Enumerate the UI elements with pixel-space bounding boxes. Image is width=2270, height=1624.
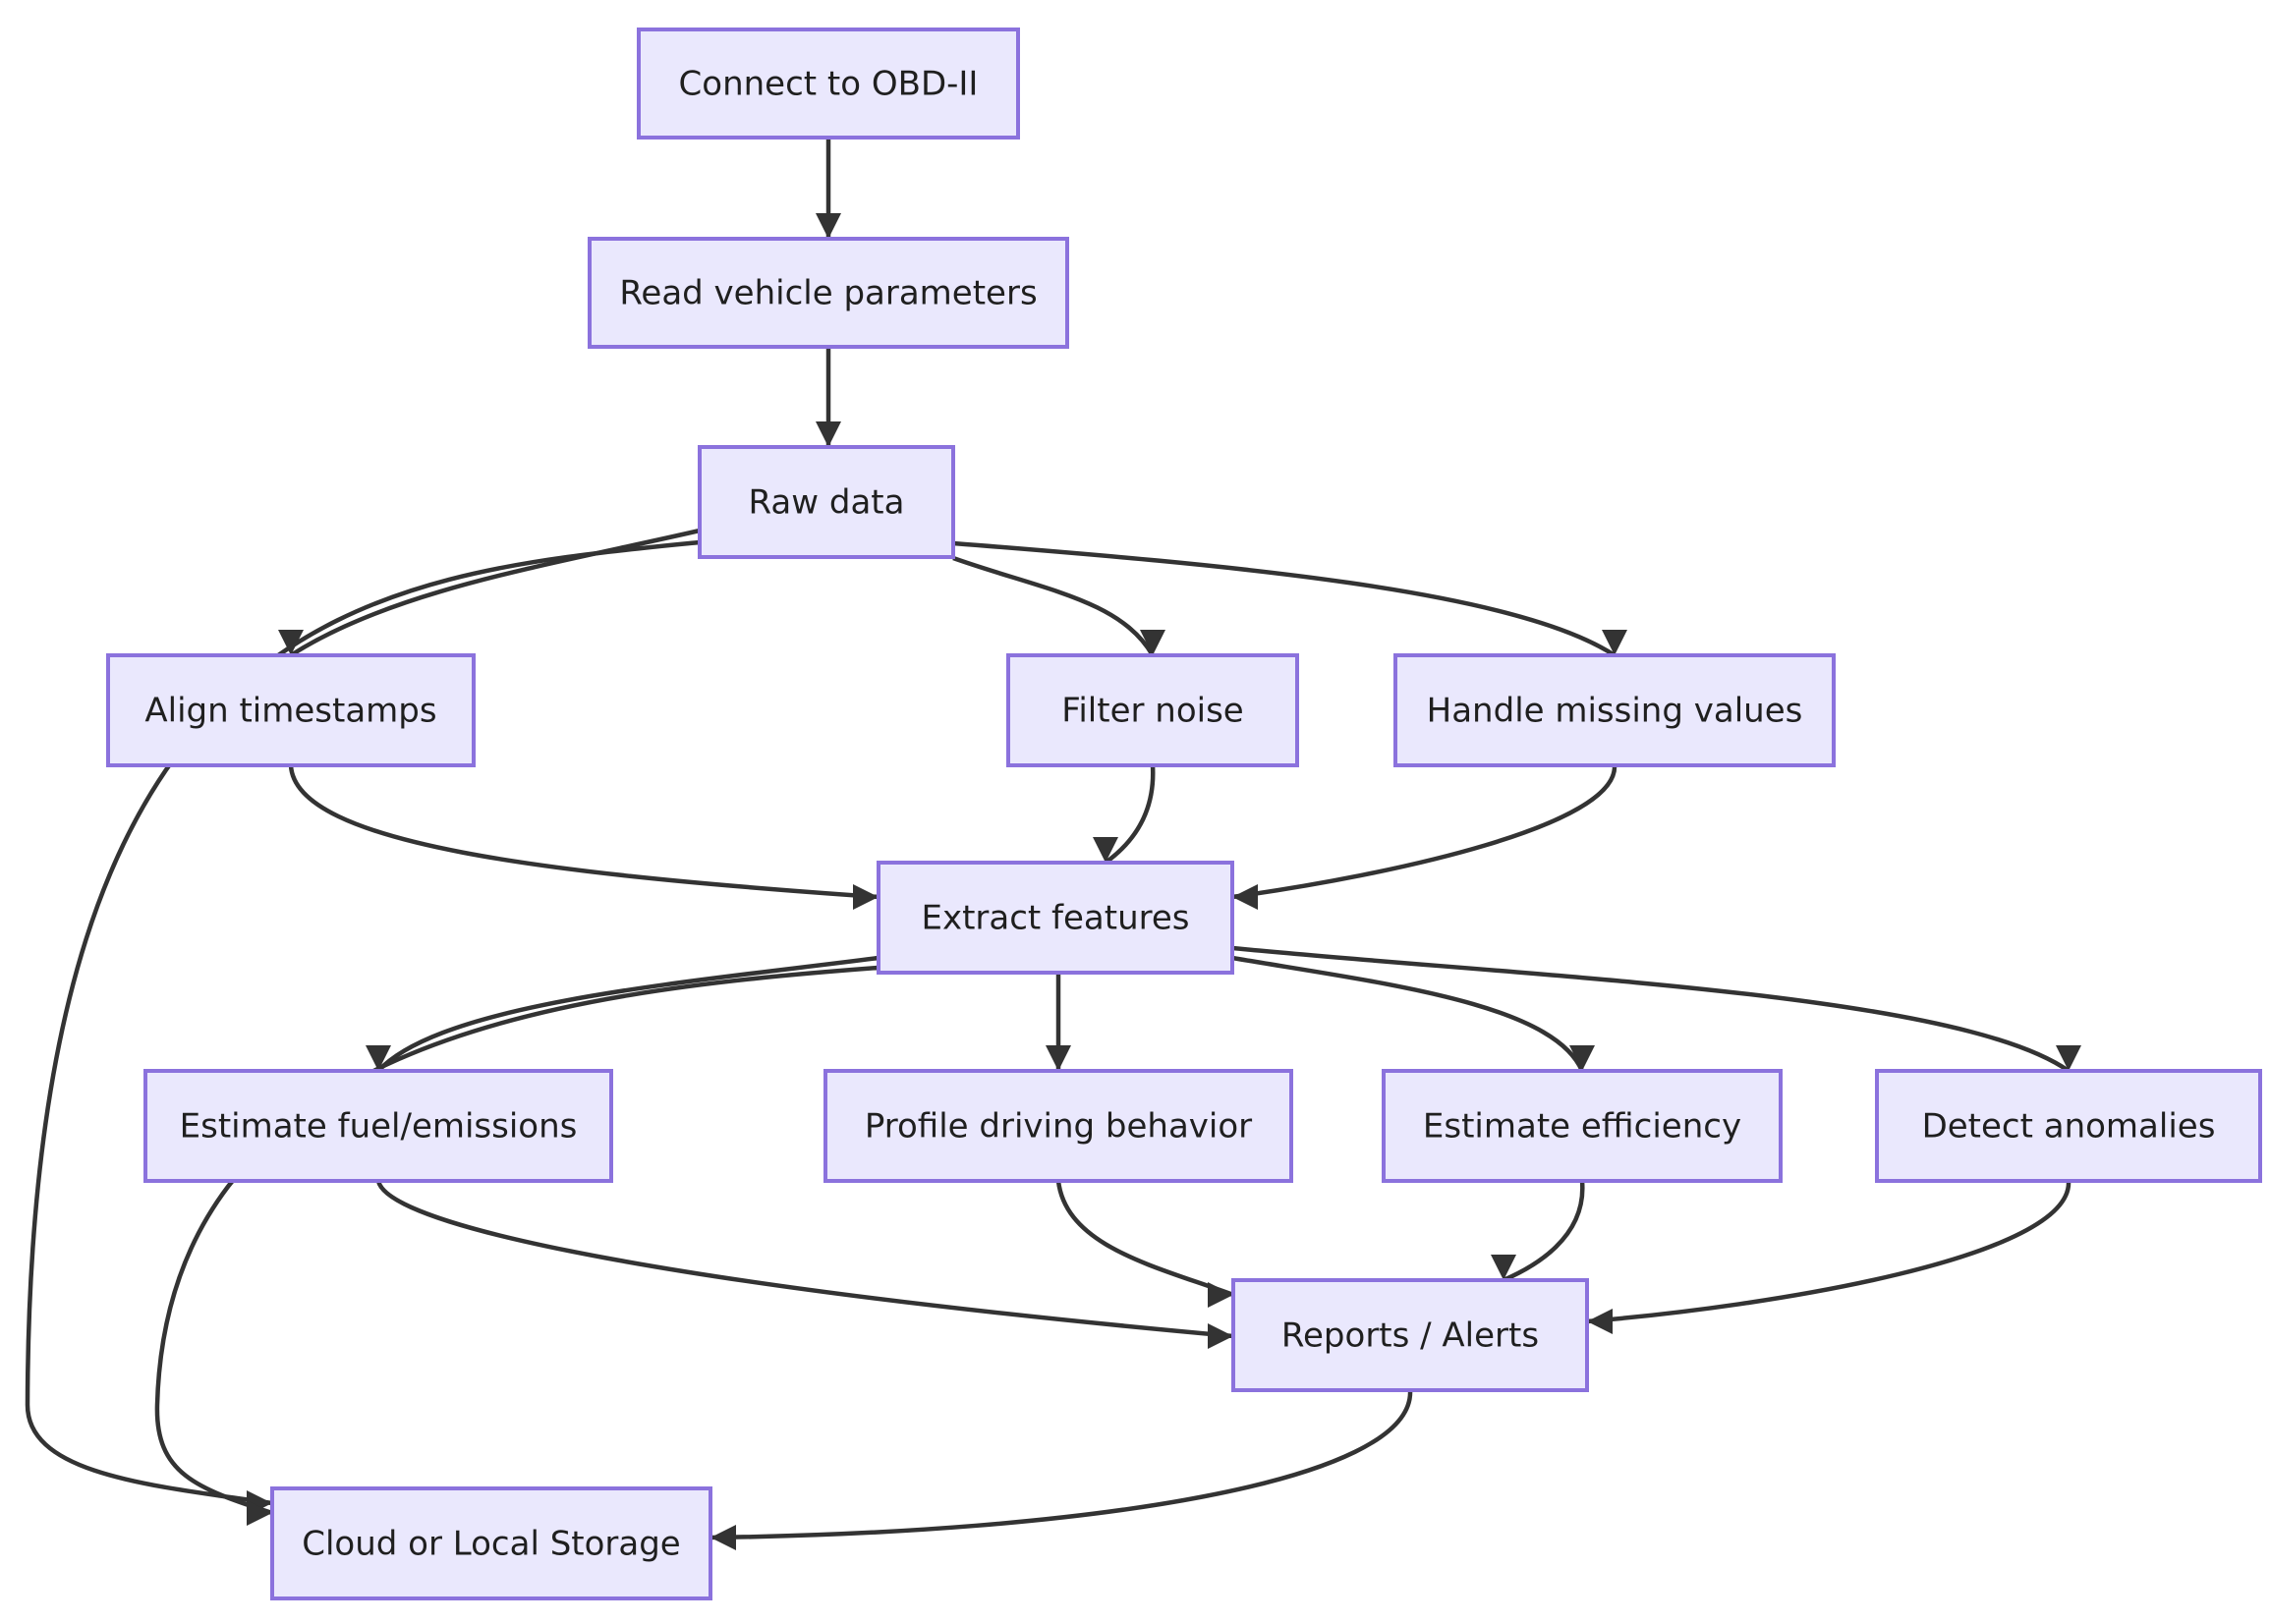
node-label: Align timestamps bbox=[144, 692, 436, 731]
edge-extract-to-anomalies bbox=[1231, 945, 2081, 1073]
node-label: Handle missing values bbox=[1427, 692, 1803, 731]
arrow-head-icon bbox=[1093, 837, 1118, 863]
node-label: Reports / Alerts bbox=[1281, 1316, 1539, 1356]
edge-read-to-raw bbox=[816, 347, 841, 447]
node-box[interactable] bbox=[823, 1069, 1293, 1183]
edge-line bbox=[376, 955, 880, 1073]
node-profile[interactable]: Profile driving behavior bbox=[823, 1069, 1293, 1183]
edge-align-to-extract bbox=[288, 764, 880, 910]
node-connect[interactable]: Connect to OBD-II bbox=[637, 28, 1020, 140]
node-anomalies[interactable]: Detect anomalies bbox=[1875, 1069, 2262, 1183]
node-label: Detect anomalies bbox=[1922, 1107, 2216, 1147]
arrow-head-icon bbox=[816, 421, 841, 447]
edge-line bbox=[952, 540, 1617, 657]
node-label: Connect to OBD-II bbox=[679, 65, 979, 104]
node-box[interactable] bbox=[588, 237, 1069, 349]
arrow-head-icon bbox=[1140, 630, 1165, 655]
edge-line bbox=[375, 1180, 1234, 1339]
edge-connect-to-read bbox=[816, 138, 841, 239]
node-box[interactable] bbox=[637, 28, 1020, 140]
edge-extract-to-fuel bbox=[366, 955, 880, 1073]
arrow-head-icon bbox=[853, 884, 879, 910]
edge-reports-to-storage bbox=[709, 1389, 1413, 1550]
arrow-head-icon bbox=[1046, 1045, 1071, 1071]
edge-filter-to-extract bbox=[1093, 764, 1156, 865]
edge-line bbox=[709, 1389, 1413, 1540]
node-box[interactable] bbox=[698, 445, 955, 559]
node-raw[interactable]: Raw data bbox=[698, 445, 955, 559]
node-reports[interactable]: Reports / Alerts bbox=[1231, 1278, 1589, 1392]
edge-line bbox=[288, 764, 880, 900]
arrow-head-icon bbox=[1587, 1309, 1613, 1334]
edge-extract-to-efficiency bbox=[1231, 955, 1595, 1072]
edge-raw-to-align bbox=[278, 528, 701, 657]
node-box[interactable] bbox=[1382, 1069, 1783, 1183]
nodes-layer: Connect to OBD-II Read vehicle parameters… bbox=[106, 28, 2262, 1600]
node-label: Profile driving behavior bbox=[865, 1107, 1252, 1147]
edge-line bbox=[25, 539, 701, 1506]
arrow-head-icon bbox=[816, 213, 841, 239]
arrow-head-icon bbox=[1232, 884, 1258, 910]
node-label: Extract features bbox=[921, 899, 1189, 938]
arrow-head-icon bbox=[278, 630, 304, 655]
node-efficiency[interactable]: Estimate efficiency bbox=[1382, 1069, 1783, 1183]
edge-extract-to-profile bbox=[1046, 973, 1071, 1071]
node-box[interactable] bbox=[270, 1486, 712, 1600]
edge-line bbox=[1104, 764, 1156, 865]
node-storage[interactable]: Cloud or Local Storage bbox=[270, 1486, 712, 1600]
arrow-head-icon bbox=[1208, 1323, 1233, 1349]
edge-efficiency-to-reports bbox=[1491, 1180, 1585, 1283]
node-align[interactable]: Align timestamps bbox=[106, 653, 476, 767]
edge-line bbox=[1231, 955, 1585, 1072]
node-box[interactable] bbox=[1006, 653, 1299, 767]
edges-layer bbox=[25, 138, 2081, 1550]
node-filter[interactable]: Filter noise bbox=[1006, 653, 1299, 767]
node-label: Estimate efficiency bbox=[1423, 1107, 1741, 1147]
edge-line bbox=[1231, 945, 2071, 1073]
node-label: Raw data bbox=[749, 483, 905, 523]
node-fuel[interactable]: Estimate fuel/emissions bbox=[143, 1069, 613, 1183]
node-label: Estimate fuel/emissions bbox=[180, 1107, 578, 1147]
arrow-head-icon bbox=[1208, 1282, 1233, 1308]
edge-raw-to-filter bbox=[952, 555, 1165, 657]
node-box[interactable] bbox=[1393, 653, 1836, 767]
node-box[interactable] bbox=[143, 1069, 613, 1183]
arrow-head-icon bbox=[1491, 1255, 1516, 1280]
arrow-head-icon bbox=[366, 1045, 391, 1071]
node-read[interactable]: Read vehicle parameters bbox=[588, 237, 1069, 349]
node-extract[interactable]: Extract features bbox=[877, 861, 1234, 975]
node-box[interactable] bbox=[877, 861, 1234, 975]
node-label: Cloud or Local Storage bbox=[302, 1525, 680, 1564]
node-label: Read vehicle parameters bbox=[619, 274, 1037, 313]
node-box[interactable] bbox=[1875, 1069, 2262, 1183]
arrow-head-icon bbox=[2056, 1045, 2081, 1071]
edge-fuel-to-reports bbox=[375, 1180, 1234, 1349]
edge-line bbox=[1503, 1180, 1585, 1283]
node-box[interactable] bbox=[106, 653, 476, 767]
arrow-head-icon bbox=[710, 1525, 736, 1550]
edge-line bbox=[1055, 1180, 1234, 1298]
edge-missing-to-extract bbox=[1231, 764, 1617, 910]
node-missing[interactable]: Handle missing values bbox=[1393, 653, 1836, 767]
edge-line bbox=[1586, 1180, 2071, 1324]
edge-profile-to-reports bbox=[1055, 1180, 1234, 1308]
arrow-head-icon bbox=[247, 1500, 272, 1526]
arrow-head-icon bbox=[1569, 1045, 1595, 1071]
arrow-head-icon bbox=[1602, 630, 1627, 655]
edge-anomalies-to-reports bbox=[1586, 1180, 2071, 1334]
edge-extract-to-storage bbox=[154, 965, 880, 1526]
node-box[interactable] bbox=[1231, 1278, 1589, 1392]
node-label: Filter noise bbox=[1061, 692, 1243, 731]
edge-line bbox=[952, 555, 1155, 657]
edge-line bbox=[289, 528, 701, 657]
edge-raw-to-missing bbox=[952, 540, 1627, 657]
edge-line bbox=[1231, 764, 1617, 900]
